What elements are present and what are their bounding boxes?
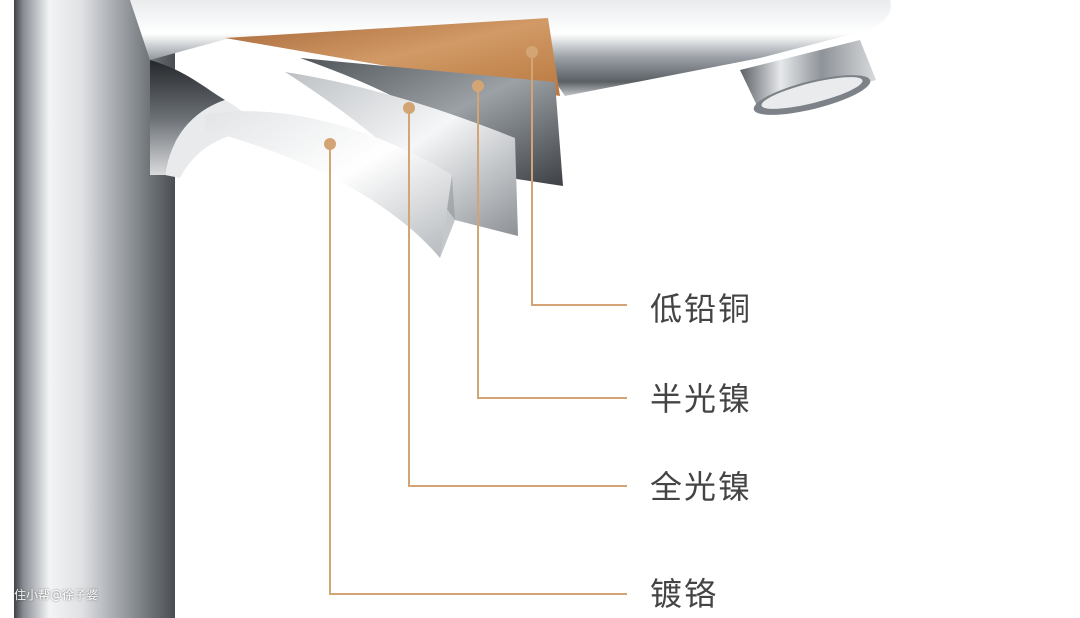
label-semi-bright-nickel: 半光镍 bbox=[650, 380, 753, 418]
leader-dot-semi-bright-nickel bbox=[472, 80, 484, 92]
leader-dot-copper bbox=[526, 46, 538, 58]
label-chrome: 镀铬 bbox=[650, 575, 719, 613]
leader-line-copper bbox=[531, 52, 627, 306]
label-bright-nickel: 全光镍 bbox=[650, 468, 753, 506]
faucet-neck bbox=[150, 60, 225, 175]
watermark: 住小帮@徐子婆 bbox=[14, 588, 99, 602]
image-left-edge bbox=[0, 0, 14, 618]
layer-chrome bbox=[205, 111, 452, 258]
leader-line-chrome bbox=[329, 144, 627, 595]
leader-dot-bright-nickel bbox=[403, 102, 415, 114]
label-copper: 低铅铜 bbox=[650, 290, 753, 328]
layer-edge-shadow bbox=[440, 175, 455, 258]
faucet-body bbox=[14, 0, 175, 618]
leader-line-semi-bright-nickel bbox=[477, 86, 627, 399]
leader-dots bbox=[324, 46, 538, 150]
leader-lines bbox=[329, 52, 627, 595]
leader-dot-chrome bbox=[324, 138, 336, 150]
leader-line-bright-nickel bbox=[408, 108, 627, 487]
aerator-nozzle bbox=[740, 40, 876, 115]
